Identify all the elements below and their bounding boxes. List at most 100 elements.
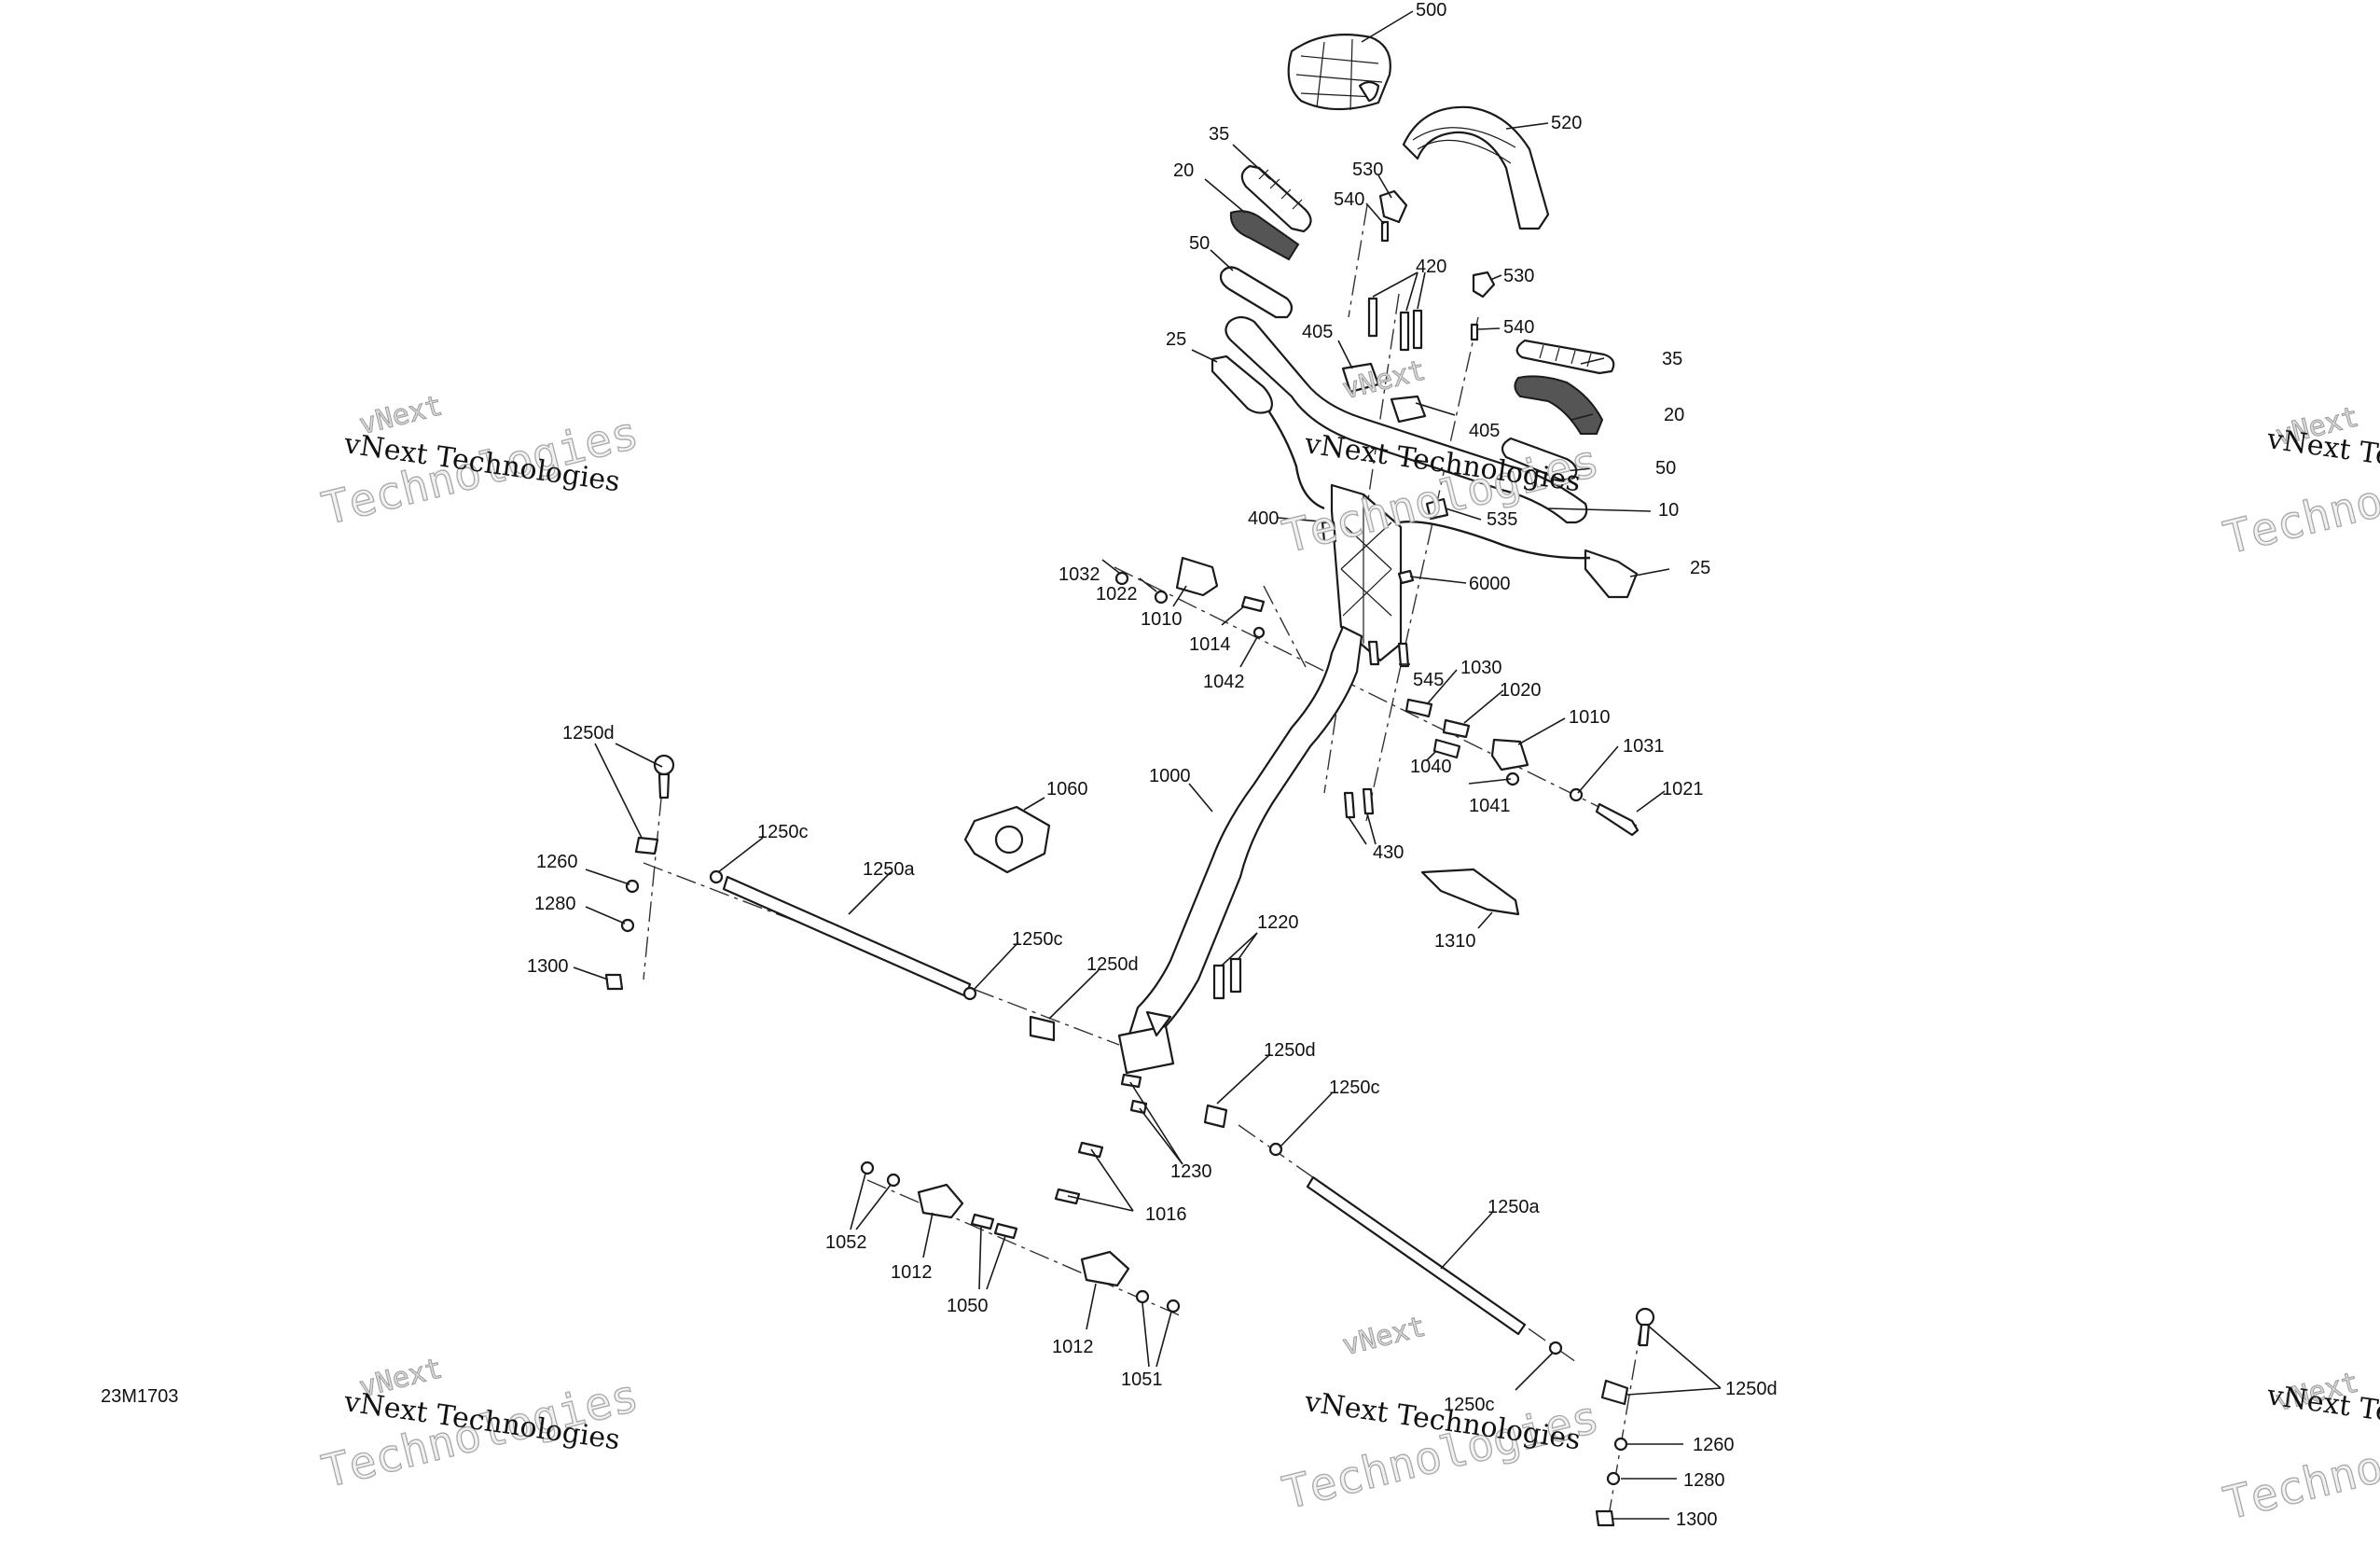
spacer-1020 [1442,718,1471,739]
bar-end-50-left [1219,266,1294,319]
spacer-1040 [1432,738,1461,759]
nut-1250c-right-b [1548,1341,1563,1355]
callout-1060: 1060 [1046,779,1088,799]
washer-1022 [1154,590,1169,605]
clip-535 [1425,497,1449,521]
lever-25-right [1398,520,1639,599]
callout-545: 545 [1413,670,1444,690]
screws-545 [1367,640,1410,668]
clamp-530-left [1378,189,1408,224]
callout-1012-b: 1012 [1052,1337,1094,1357]
callout-1260-left: 1260 [536,852,578,872]
callout-1016: 1016 [1145,1204,1187,1225]
callout-1032: 1032 [1059,564,1100,585]
callout-1250a-a: 1250a [863,859,915,880]
nut-1250c-left-b [962,986,977,1001]
callout-1250c-b: 1250c [1012,929,1063,950]
bolts-1220 [1212,957,1242,1000]
drawing-code: 23M1703 [101,1386,178,1407]
callout-405-left: 405 [1302,322,1333,342]
callout-50-right: 50 [1655,458,1676,479]
callout-20-left: 20 [1173,160,1194,181]
clip-6000 [1397,569,1415,585]
bar-end-50-right [1501,437,1578,482]
callout-1021: 1021 [1662,779,1704,799]
assembly-axes [643,204,1642,1517]
callout-1280-left: 1280 [534,894,576,914]
bolt-1021 [1595,802,1640,837]
callout-1250d-d: 1250d [1725,1379,1778,1399]
bushing-1010-left [1175,556,1219,597]
handlebar-10 [1225,315,1588,524]
callout-1030: 1030 [1460,658,1502,678]
callout-1000: 1000 [1149,766,1191,786]
callout-540-right: 540 [1503,317,1534,338]
callout-1014: 1014 [1189,634,1231,655]
nut-1280-left [620,918,635,933]
callout-1300-left: 1300 [527,956,569,977]
callout-1040: 1040 [1410,757,1452,777]
callout-1010-right: 1010 [1569,707,1611,728]
callout-530-left: 530 [1352,160,1383,180]
screw-540-right [1470,323,1479,341]
callout-50-left: 50 [1189,233,1210,254]
ball-stud-1250d-right [1600,1307,1655,1406]
plate-1310 [1420,868,1520,916]
bolts-430 [1343,787,1375,819]
pin-1300-left [604,973,624,991]
callout-1280-right: 1280 [1683,1470,1725,1491]
bolts-420 [1367,297,1423,352]
callout-1012-a: 1012 [891,1262,933,1283]
callout-1041: 1041 [1469,796,1511,816]
screw-540-left [1380,220,1390,243]
callout-1250c-a: 1250c [757,822,809,842]
nut-1032 [1114,571,1129,586]
callout-20-right: 20 [1664,405,1684,425]
grip-35-right [1515,339,1615,375]
callout-430: 430 [1373,842,1404,863]
callout-1250d-a: 1250d [562,723,615,744]
callout-10: 10 [1658,500,1679,521]
callout-1310: 1310 [1434,931,1476,952]
ball-joint-1250d-left-end [1029,1015,1056,1042]
washer-1260-left [625,879,640,894]
watermark-bottom-right: vNext Technologies [2218,1366,2380,1531]
callout-1022: 1022 [1096,584,1138,605]
callout-1010-left: 1010 [1141,609,1183,630]
callout-labels: 500 520 35 20 530 540 50 420 530 405 540… [527,0,1778,1530]
grip-35-left [1240,164,1312,233]
callout-1230: 1230 [1170,1161,1212,1182]
svg-text:vNext: vNext [1339,1311,1429,1363]
callout-1031: 1031 [1623,736,1665,757]
tie-rod-1250a-right [1306,1175,1527,1336]
nuts-1230 [1120,1073,1148,1115]
clamp-405-left [1341,362,1380,394]
lever-25-left [1211,354,1325,510]
handlebar-pad-500 [1287,34,1391,111]
callout-420: 420 [1416,257,1446,277]
callout-1052: 1052 [825,1232,867,1253]
callout-1042: 1042 [1203,672,1245,692]
ball-joint-1250d-right-top [1203,1104,1228,1129]
callout-520: 520 [1551,113,1582,133]
watermark-bottom-center: vNext Technologies [1277,1310,1604,1521]
callout-6000: 6000 [1469,574,1511,594]
nuts-1052 [860,1161,901,1188]
clamp-405-right [1390,395,1427,424]
callout-405-right: 405 [1469,421,1500,441]
callout-1250a-b: 1250a [1488,1197,1540,1217]
callout-400: 400 [1248,508,1279,529]
callout-540-left: 540 [1334,189,1364,210]
crossbar-pad-520 [1402,105,1550,230]
callout-1220: 1220 [1257,912,1299,933]
callout-1250c-c: 1250c [1329,1077,1380,1098]
clamp-530-right [1472,271,1496,299]
spacer-1016 [1054,1141,1104,1205]
callout-530-right: 530 [1503,266,1534,286]
callout-1020: 1020 [1500,680,1542,701]
nut-1280-right [1606,1471,1621,1486]
callout-1051: 1051 [1121,1369,1163,1390]
nut-1250c-right-a [1268,1142,1283,1157]
bushing-1012-a [917,1183,964,1219]
callout-35-right: 35 [1662,349,1682,369]
